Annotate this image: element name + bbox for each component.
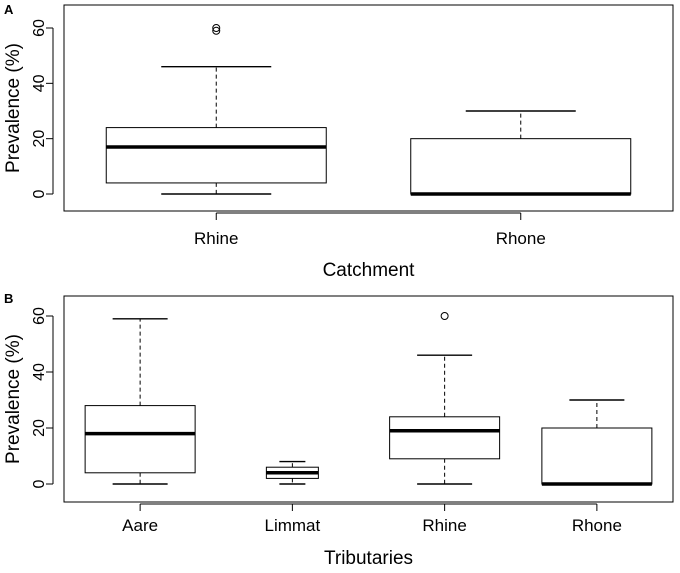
outlier-point — [212, 24, 221, 32]
y-tick-label: 60 — [31, 19, 48, 37]
y-tick-label: 60 — [31, 307, 48, 325]
x-axis-title: Tributaries — [324, 548, 413, 568]
box-rhine — [389, 312, 501, 485]
x-tick-label: Aare — [122, 516, 158, 535]
y-axis-title: Prevalence (%) — [3, 43, 24, 173]
x-axis: Rhine Rhone — [194, 212, 546, 248]
plot-frame — [63, 295, 674, 503]
y-axis: 0 20 40 60 — [31, 19, 54, 198]
box-body — [105, 127, 327, 184]
box-body — [84, 405, 196, 474]
panel-label: B — [4, 291, 13, 306]
box-body — [541, 427, 653, 485]
x-tick-label: Rhone — [572, 516, 622, 535]
x-tick-label: Rhine — [422, 516, 466, 535]
y-axis-title: Prevalence (%) — [3, 334, 24, 464]
plot-frame — [63, 4, 674, 212]
y-tick-label: 40 — [31, 74, 48, 92]
box-group — [105, 24, 632, 196]
y-tick-label: 20 — [31, 130, 48, 148]
x-axis: Aare Limmat Rhine Rhone — [122, 503, 622, 535]
box-body — [389, 416, 501, 460]
x-tick-label: Rhone — [496, 229, 546, 248]
box-aare — [84, 318, 196, 485]
x-axis-title: Catchment — [323, 260, 416, 281]
box-group — [84, 312, 653, 486]
y-tick-label: 0 — [31, 479, 48, 488]
box-limmat — [265, 460, 319, 485]
x-tick-label: Limmat — [265, 516, 321, 535]
panel-a: A 0 20 40 60 Rhine Rhone Catchment Prevalenc… — [3, 2, 674, 281]
outlier-point — [212, 26, 221, 35]
box-body — [410, 138, 632, 195]
y-ticks: 0 20 40 60 — [31, 19, 53, 198]
box-rhine — [105, 24, 327, 195]
y-axis: 0 20 40 60 — [31, 307, 54, 488]
y-ticks: 0 20 40 60 — [31, 307, 53, 488]
outlier-point — [440, 312, 449, 320]
y-tick-label: 20 — [31, 419, 48, 437]
box-rhone — [541, 399, 653, 486]
box-rhone — [410, 110, 632, 196]
panel-b: B 0 20 40 60 Aare Limmat Rhine Rhone Tributari… — [3, 291, 674, 569]
y-tick-label: 0 — [31, 189, 48, 198]
y-tick-label: 40 — [31, 363, 48, 381]
panel-label: A — [4, 2, 14, 17]
x-tick-label: Rhine — [194, 229, 238, 248]
